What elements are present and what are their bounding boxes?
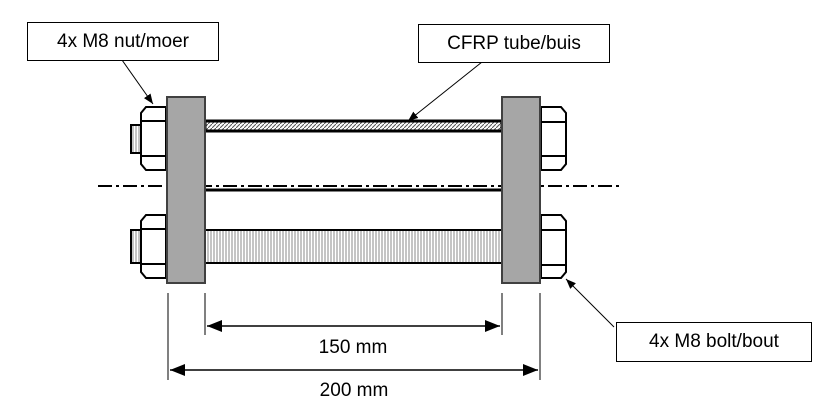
- leader-bolt: [565, 278, 615, 328]
- end-plate-right: [501, 96, 541, 284]
- threaded-rod: [204, 229, 503, 264]
- leader-tube: [407, 61, 483, 122]
- leader-nut: [121, 59, 154, 105]
- cfrp-tube: [203, 119, 504, 133]
- dimension-200: 200 mm: [319, 380, 389, 401]
- label-nut: 4x M8 nut/moer: [27, 22, 219, 61]
- nut-left-bottom: [140, 214, 167, 279]
- label-tube: CFRP tube/buis: [418, 24, 610, 63]
- nut-left-top: [140, 106, 168, 171]
- end-plate-left: [166, 96, 206, 284]
- label-bolt: 4x M8 bolt/bout: [616, 322, 812, 362]
- nut-right-bottom: [540, 214, 567, 279]
- dimension-150: 150 mm: [318, 337, 388, 358]
- nut-right-top: [540, 106, 567, 171]
